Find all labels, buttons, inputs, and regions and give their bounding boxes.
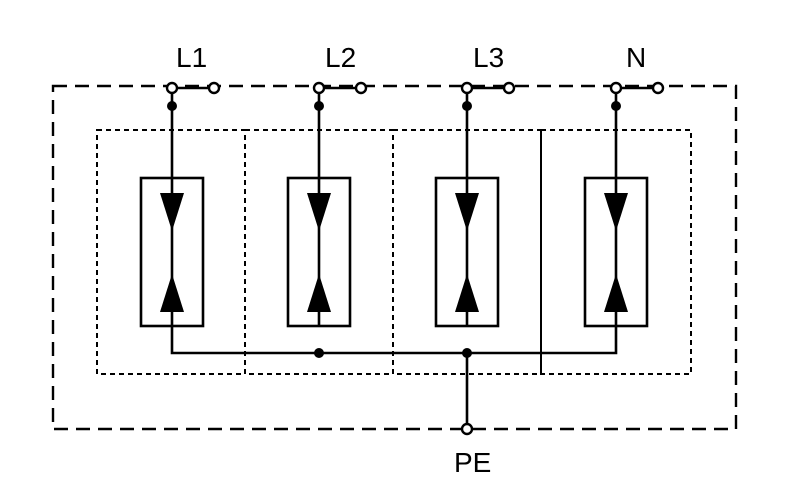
enclosure-outline <box>51 84 738 431</box>
arrow-down-l1 <box>160 193 184 231</box>
junction-l3 <box>462 101 472 111</box>
terminal-l3-b <box>502 81 516 95</box>
junction-l2 <box>314 101 324 111</box>
pole-label-l2: L2 <box>325 42 356 73</box>
pole-n: N <box>583 42 665 328</box>
arrow-down-l2 <box>307 193 331 231</box>
poles: L1 L2 L3 N <box>139 42 665 328</box>
terminal-l1-a <box>165 81 179 95</box>
arrow-down-l3 <box>455 193 479 231</box>
terminal-l3-a <box>460 81 474 95</box>
arrow-up-l2 <box>307 274 331 312</box>
pole-label-n: N <box>626 42 646 73</box>
pole-l3: L3 <box>434 42 516 328</box>
junction-l1 <box>167 101 177 111</box>
terminal-n-b <box>651 81 665 95</box>
pole-l1: L1 <box>139 42 221 328</box>
arrow-up-l3 <box>455 274 479 312</box>
arrow-down-n <box>604 193 628 231</box>
terminal-l2-a <box>312 81 326 95</box>
pole-label-l3: L3 <box>473 42 504 73</box>
pe-terminal <box>460 422 474 436</box>
ground-junction-l2 <box>314 348 324 358</box>
ground-bus-line <box>170 326 618 355</box>
terminal-n-a <box>609 81 623 95</box>
pe-label: PE <box>454 447 491 478</box>
pole-l2: L2 <box>286 42 368 328</box>
junction-n <box>611 101 621 111</box>
ground-bus: PE <box>170 326 618 478</box>
pole-label-l1: L1 <box>176 42 207 73</box>
ground-junction-l3 <box>462 348 472 358</box>
terminal-l2-b <box>354 81 368 95</box>
arrow-up-n <box>604 274 628 312</box>
arrow-up-l1 <box>160 274 184 312</box>
terminal-l1-b <box>207 81 221 95</box>
